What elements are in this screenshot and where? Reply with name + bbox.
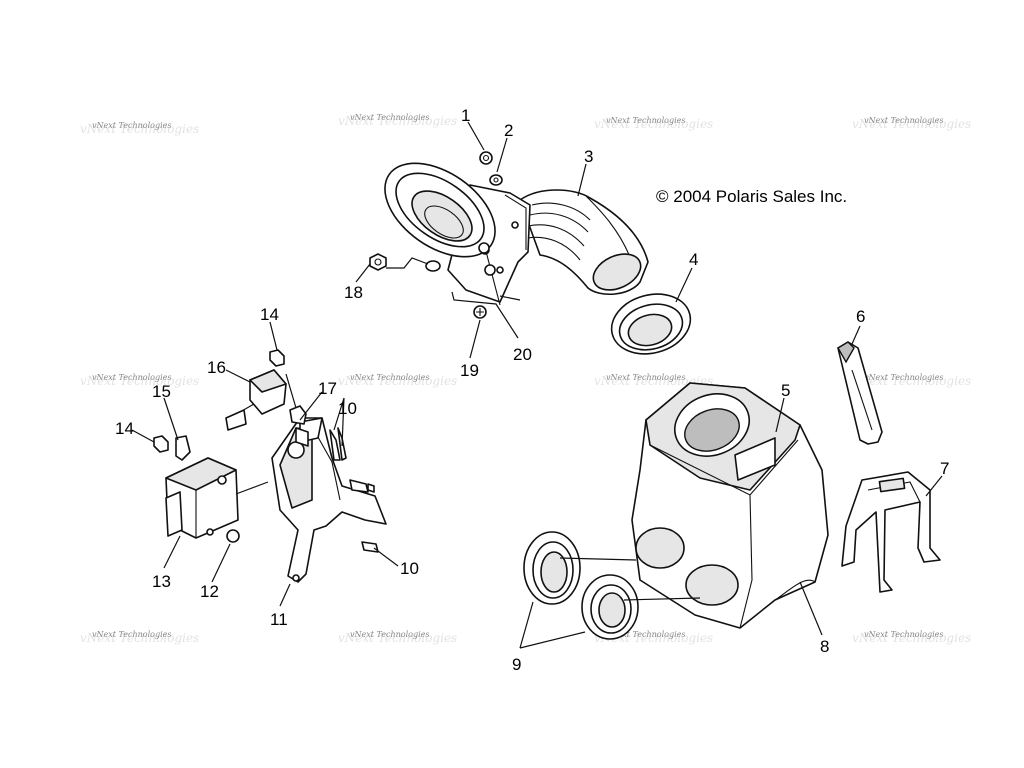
callout-19: 19 (460, 361, 479, 380)
callout-7: 7 (940, 459, 949, 478)
watermark-text: vNext Technologies (350, 373, 429, 382)
bolt-10-a (349, 479, 369, 493)
watermark-text: vNext Technologies (92, 373, 171, 382)
watermark-ghost: vNext Technologies (852, 117, 971, 131)
watermark-text: vNext Technologies (864, 373, 943, 382)
nut-1 (479, 151, 493, 165)
watermark-text: vNext Technologies (92, 121, 171, 130)
nut-14-top (269, 349, 285, 367)
watermark-ghost: vNext Technologies (80, 374, 199, 388)
callout-20: 20 (513, 345, 532, 364)
watermark-2: vNext Technologies vNext Technologies (338, 113, 457, 128)
callout-12: 12 (200, 582, 219, 601)
callout-4: 4 (689, 250, 698, 269)
watermark-ghost: vNext Technologies (80, 122, 199, 136)
boot-seals (523, 531, 639, 640)
watermark-text: vNext Technologies (606, 373, 685, 382)
callout-3: 3 (584, 147, 593, 166)
callout-13: 13 (152, 572, 171, 591)
washer-2 (489, 174, 503, 186)
hardware-top (369, 151, 503, 319)
watermark-ghost: vNext Technologies (594, 117, 713, 131)
callout-6: 6 (856, 307, 865, 326)
callout-17: 17 (318, 379, 337, 398)
callout-15: 15 (152, 382, 171, 401)
watermark-7: vNext Technologies vNext Technologies (594, 373, 713, 388)
watermark-text: vNext Technologies (350, 113, 429, 122)
intake-bell (384, 162, 496, 258)
watermark-1: vNext Technologies vNext Technologies (80, 121, 199, 136)
watermark-ghost: vNext Technologies (852, 631, 971, 645)
callout-14-top: 14 (260, 305, 279, 324)
callout-14-left: 14 (115, 419, 134, 438)
callout-10-top: 10 (338, 399, 357, 418)
bolt-10-b (361, 541, 379, 553)
copyright-text: © 2004 Polaris Sales Inc. (656, 187, 847, 206)
hardware-left (153, 349, 379, 553)
callout-5: 5 (781, 381, 790, 400)
watermark-12: vNext Technologies vNext Technologies (852, 630, 971, 645)
watermark-10: vNext Technologies vNext Technologies (338, 630, 457, 645)
leader-lines (131, 121, 943, 649)
watermark-4: vNext Technologies vNext Technologies (852, 116, 971, 131)
watermark-ghost: vNext Technologies (338, 374, 457, 388)
watermark-ghost: vNext Technologies (338, 114, 457, 128)
callout-10-bottom: 10 (400, 559, 419, 578)
bushing-12 (226, 529, 240, 543)
callout-11: 11 (270, 610, 288, 629)
coupler-ring (610, 293, 692, 355)
callout-1: 1 (461, 106, 470, 125)
strap (837, 341, 883, 445)
watermark-5: vNext Technologies vNext Technologies (80, 373, 199, 388)
airbox (631, 382, 829, 629)
nut-14-left (153, 435, 169, 453)
watermark-9: vNext Technologies vNext Technologies (80, 630, 199, 645)
clip-15 (175, 435, 191, 461)
watermark-6: vNext Technologies vNext Technologies (338, 373, 457, 388)
watermark-text: vNext Technologies (92, 630, 171, 639)
watermarks: vNext Technologies vNext Technologies vN… (80, 113, 971, 645)
watermark-ghost: vNext Technologies (80, 631, 199, 645)
callouts: 1 2 3 4 5 6 7 8 9 10 10 11 12 13 14 14 1… (115, 106, 949, 674)
watermark-text: vNext Technologies (864, 116, 943, 125)
callout-16: 16 (207, 358, 226, 377)
watermark-text: vNext Technologies (864, 630, 943, 639)
watermark-text: vNext Technologies (350, 630, 429, 639)
watermark-ghost: vNext Technologies (594, 374, 713, 388)
intake-duct (519, 189, 649, 295)
clip-ring (425, 260, 441, 272)
callout-8: 8 (820, 637, 829, 656)
nut-17 (289, 405, 307, 425)
watermark-text: vNext Technologies (606, 630, 685, 639)
callout-9: 9 (512, 655, 521, 674)
watermark-text: vNext Technologies (606, 116, 685, 125)
nut-18 (369, 253, 387, 271)
watermark-ghost: vNext Technologies (852, 374, 971, 388)
watermark-ghost: vNext Technologies (338, 631, 457, 645)
watermark-8: vNext Technologies vNext Technologies (852, 373, 971, 388)
callout-2: 2 (504, 121, 513, 140)
mount-bracket (271, 417, 387, 583)
watermark-3: vNext Technologies vNext Technologies (594, 116, 713, 131)
ecu-module (165, 457, 239, 539)
airbox-bracket (841, 471, 941, 593)
callout-18: 18 (344, 283, 363, 302)
